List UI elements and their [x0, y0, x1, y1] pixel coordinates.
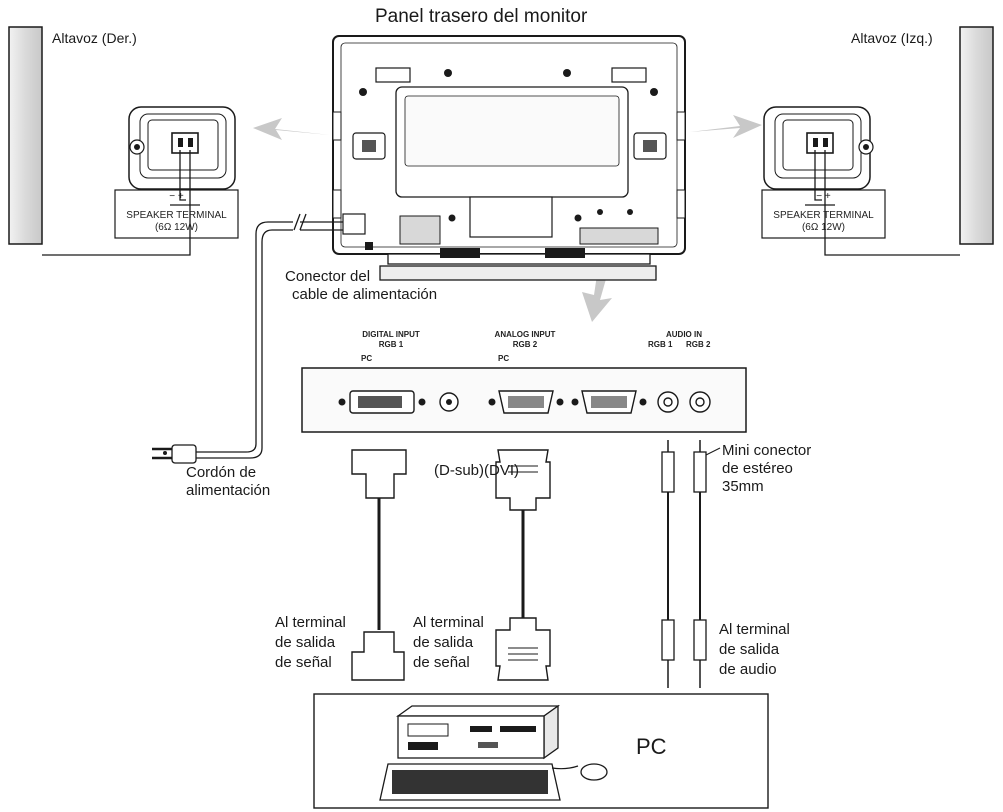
speaker-terminal-spec: (6Ω 12W) [801, 222, 846, 233]
analog-input-label: ANALOG INPUT [494, 330, 556, 339]
terminal-polarity: − + [169, 191, 184, 202]
audio-out-label-line-3: de audio [719, 661, 777, 678]
stereo-label-line-1: Mini conector [722, 442, 812, 459]
audio-jack-icon [689, 391, 711, 413]
audio-in-label: AUDIO IN [666, 330, 702, 339]
stereo-leader-line [705, 447, 721, 456]
analog-connector-label: (D-sub)(DVI) [434, 462, 519, 479]
dvi-signal-out-label-line-3: de señal [275, 654, 332, 671]
digital-input-label: DIGITAL INPUT [362, 330, 420, 339]
digital-input-rgb-label: RGB 1 [378, 340, 404, 349]
audio-cable [661, 440, 675, 688]
digital-pc-mark: PC [361, 354, 373, 363]
power-connector-label-line-2: cable de alimentación [292, 286, 438, 303]
vga-port-icon [571, 390, 647, 414]
power-connector-label-line-1: Conector del [285, 268, 371, 285]
left-speaker-cabinet [959, 26, 994, 245]
power-plug-icon [152, 444, 197, 464]
analog-signal-out-label-line-1: Al terminal [413, 614, 484, 631]
right-speaker-cabinet [8, 26, 43, 245]
analog-input-rgb-label: RGB 2 [512, 340, 538, 349]
analog-pc-mark: PC [498, 354, 510, 363]
diagram-title: Panel trasero del monitor [375, 6, 588, 27]
monitor-rear-panel [332, 35, 686, 281]
mouse-icon [551, 763, 608, 781]
speaker-terminal-icon [114, 106, 239, 239]
audio-cable [693, 440, 707, 688]
analog-signal-out-label-line-2: de salida [413, 634, 474, 651]
dvi-cable [351, 449, 407, 681]
stereo-label-line-3: 35mm [722, 478, 764, 495]
pc-label: PC [636, 734, 667, 759]
power-cord-label-line-2: alimentación [186, 482, 271, 499]
dvi-signal-out-label-line-2: de salida [275, 634, 336, 651]
power-cord-label-line-1: Cordón de [186, 464, 257, 481]
speaker-terminal-icon [761, 106, 886, 239]
right-speaker-label: Altavoz (Der.) [52, 30, 137, 46]
audio-out-label-line-2: de salida [719, 641, 780, 658]
stereo-label-line-2: de estéreo [722, 460, 793, 477]
terminal-polarity: − + [816, 191, 831, 202]
analog-signal-out-label-line-3: de señal [413, 654, 470, 671]
vga-port-icon [488, 390, 564, 414]
keyboard-icon [379, 763, 561, 801]
audio-rgb2-label: RGB 2 [686, 340, 711, 349]
analog-cable [495, 449, 551, 681]
dvi-signal-out-label-line-1: Al terminal [275, 614, 346, 631]
speaker-terminal-spec: (6Ω 12W) [154, 222, 199, 233]
dvi-port-icon [338, 390, 459, 414]
pc-computer-icon [395, 704, 561, 760]
audio-out-label-line-1: Al terminal [719, 621, 790, 638]
speaker-terminal-name: SPEAKER TERMINAL [773, 210, 874, 221]
audio-rgb1-label: RGB 1 [648, 340, 673, 349]
direction-arrows [253, 115, 762, 322]
power-cord [196, 213, 343, 459]
left-speaker-label: Altavoz (Izq.) [851, 30, 933, 46]
speaker-terminal-name: SPEAKER TERMINAL [126, 210, 227, 221]
speaker-wires [42, 150, 960, 256]
audio-jack-icon [657, 391, 679, 413]
